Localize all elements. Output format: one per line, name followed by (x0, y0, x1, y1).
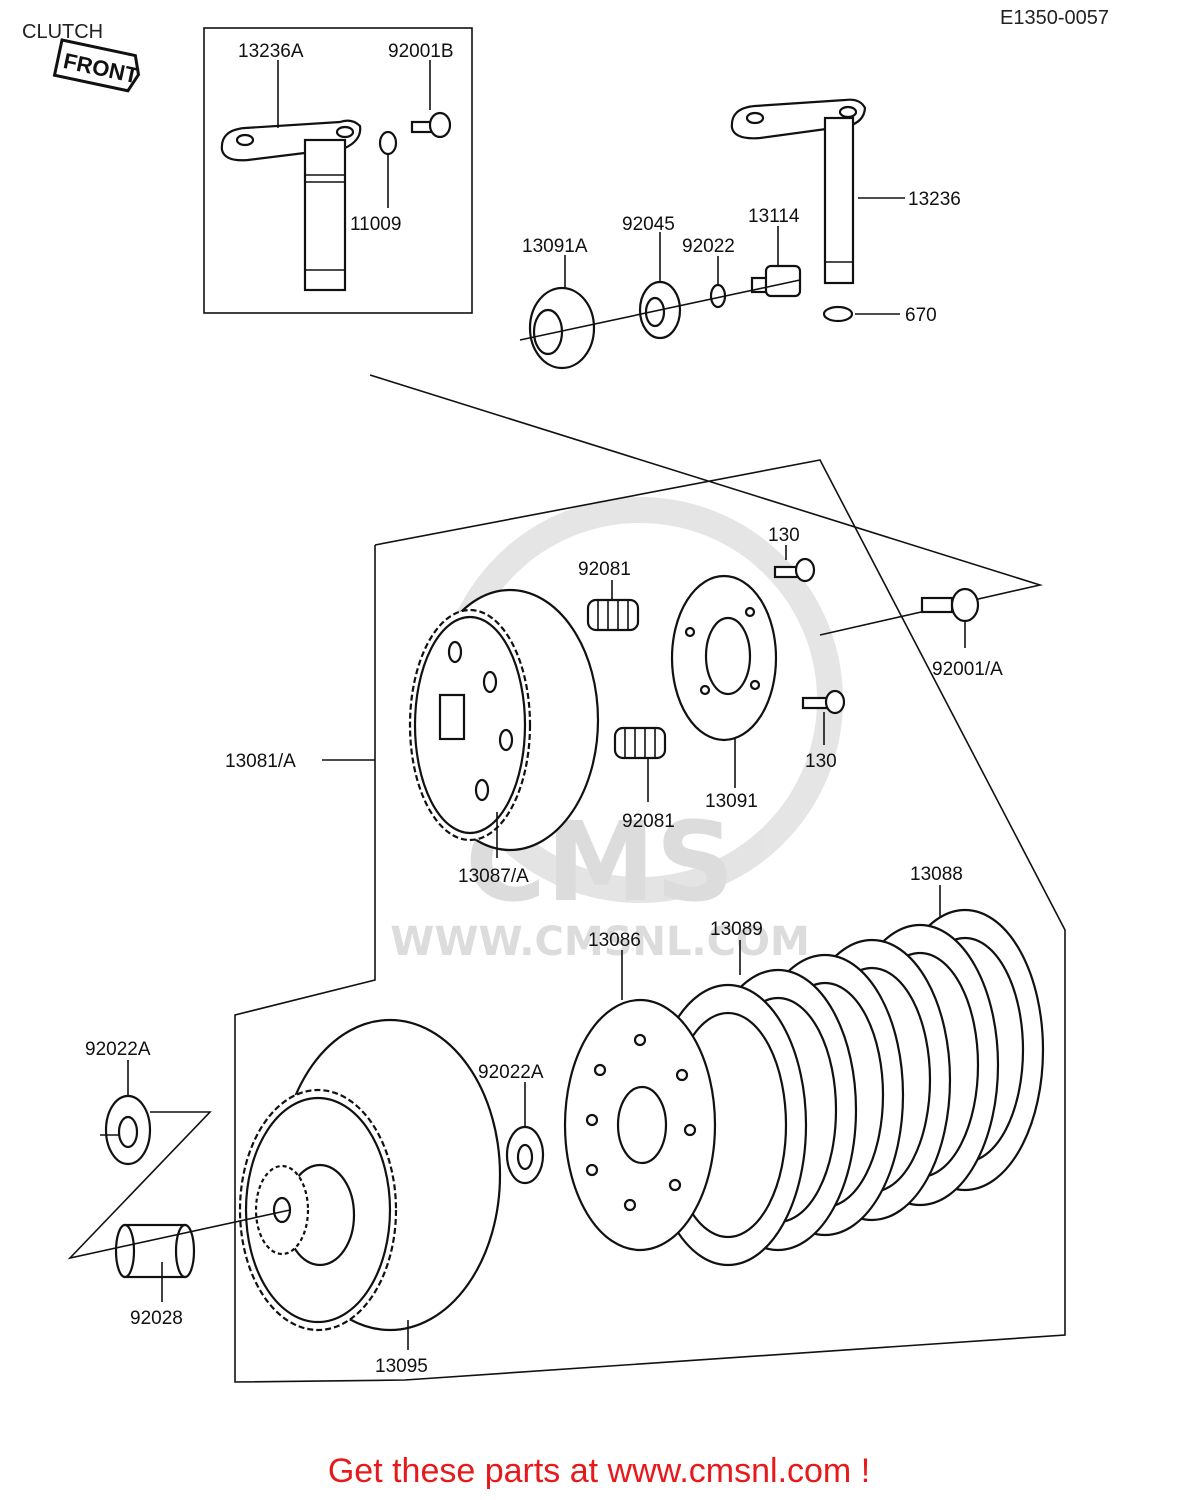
label-92022a-mid: 92022A (478, 1062, 544, 1083)
sleeve-92028 (114, 1223, 196, 1279)
spring-92081-top (586, 598, 640, 632)
bolt-130-top (773, 557, 816, 583)
spring-92081-bottom (613, 726, 667, 760)
label-92081-top: 92081 (578, 559, 631, 580)
label-92001b: 92001B (388, 41, 454, 62)
label-92045: 92045 (622, 214, 675, 235)
label-13091a: 13091A (522, 236, 588, 257)
clutch-hub-13087a (408, 588, 600, 852)
watermark: CMS WWW.CMSNL.COM (390, 497, 843, 965)
pushrod-13114 (750, 264, 802, 298)
bolt-92001a (920, 587, 980, 623)
clutch-release-shaft (730, 98, 867, 285)
bolt-92001b (410, 111, 452, 139)
clutch-housing-13095 (238, 1018, 502, 1332)
washer-92022a-left (104, 1094, 152, 1166)
label-13236: 13236 (908, 189, 961, 210)
oil-seal-13091a (528, 286, 596, 370)
label-92001a: 92001/A (932, 659, 1003, 680)
label-130-bottom: 130 (805, 751, 837, 772)
label-11009: 11009 (350, 214, 401, 235)
label-13089: 13089 (710, 919, 763, 940)
front-tag: FRONT (52, 38, 141, 93)
label-13081a: 13081/A (225, 751, 296, 772)
clutch-release-shaft-a (220, 119, 362, 292)
footer-link-text[interactable]: Get these parts at www.cmsnl.com ! (327, 1452, 871, 1490)
label-92022a-left: 92022A (85, 1039, 151, 1060)
washer-670 (822, 305, 854, 323)
label-13088: 13088 (910, 864, 963, 885)
inset-box (203, 27, 473, 314)
label-92028: 92028 (130, 1308, 183, 1329)
pressure-plate-13091 (670, 574, 778, 742)
diagram-title: CLUTCH (22, 21, 103, 43)
label-670: 670 (905, 305, 937, 326)
clutch-plate-13086 (563, 998, 717, 1252)
label-13087a: 13087/A (458, 866, 529, 887)
label-13091: 13091 (705, 791, 758, 812)
bolt-130-bottom (801, 689, 846, 715)
diagram-code: E1350-0057 (1000, 7, 1109, 29)
label-13095: 13095 (375, 1356, 428, 1377)
label-13114: 13114 (748, 206, 800, 227)
label-13236a: 13236A (238, 41, 304, 62)
label-92022: 92022 (682, 236, 735, 257)
label-130-top: 130 (768, 525, 800, 546)
leader-lines (127, 60, 966, 1350)
label-92081-bottom: 92081 (622, 811, 675, 832)
washer-11009 (378, 130, 398, 156)
label-13086: 13086 (588, 930, 641, 951)
assembly-frame (369, 374, 1044, 636)
washer-92022a-mid (505, 1125, 545, 1185)
